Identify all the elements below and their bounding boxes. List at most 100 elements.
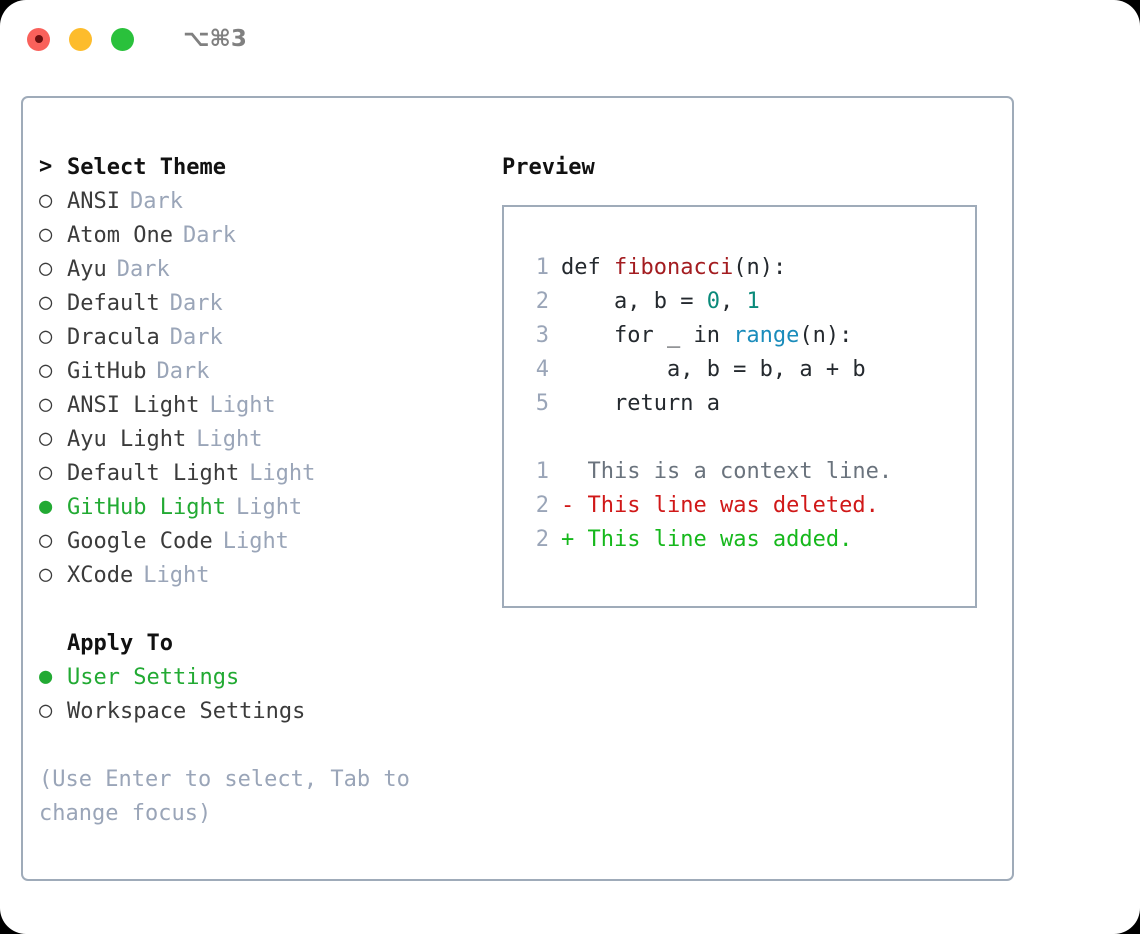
zoom-button[interactable]	[111, 27, 134, 51]
section-title-select-theme: Select Theme	[67, 154, 226, 180]
theme-mode-badge: Light	[143, 562, 210, 588]
minimize-button[interactable]	[69, 27, 92, 51]
code-line: 5 return a	[523, 386, 963, 420]
radio-unselected-icon: ○	[39, 324, 53, 349]
radio-unselected-icon: ○	[39, 460, 53, 485]
theme-list-item[interactable]: ○ Google Code Light	[39, 524, 479, 558]
theme-mode-badge: Light	[235, 494, 303, 520]
apply-to-label: Workspace Settings	[67, 698, 306, 724]
title-bar: ⌥⌘3	[0, 0, 1140, 78]
code-token-plain: def	[561, 254, 614, 280]
theme-list-item[interactable]: ○ Atom One Dark	[39, 218, 479, 252]
theme-mode-badge: Dark	[169, 290, 223, 316]
code-line: 3 for _ in range(n):	[523, 318, 963, 352]
radio-unselected-icon: ○	[39, 256, 53, 281]
apply-to-option[interactable]: ○Workspace Settings	[39, 694, 479, 728]
radio-selected-icon: ●	[39, 494, 53, 519]
theme-name: GitHub	[67, 358, 147, 384]
theme-name: XCode	[67, 562, 134, 588]
diff-marker: +	[561, 526, 588, 552]
radio-selected-icon: ●	[39, 664, 53, 689]
diff-text: This is a context line.	[587, 458, 893, 484]
theme-mode-badge: Dark	[169, 324, 223, 350]
theme-name: Ayu	[67, 256, 107, 282]
theme-list-item[interactable]: ○ Ayu Light Light	[39, 422, 479, 456]
code-diff-spacer	[523, 420, 963, 454]
theme-list-item[interactable]: ○ Ayu Dark	[39, 252, 479, 286]
apply-to-label: User Settings	[67, 664, 240, 690]
radio-unselected-icon: ○	[39, 188, 53, 213]
theme-name: ANSI	[67, 188, 120, 214]
code-token-num: 0	[706, 288, 720, 314]
radio-unselected-icon: ○	[39, 528, 53, 553]
radio-unselected-icon: ○	[39, 290, 53, 315]
diff-line-add: 2+ This line was added.	[523, 522, 963, 556]
list-spacer	[39, 592, 479, 626]
diff-lines: 1 This is a context line.2- This line wa…	[523, 454, 963, 556]
diff-line-ctx: 1 This is a context line.	[523, 454, 963, 488]
section-title-apply-to: Apply To	[67, 630, 173, 656]
close-button[interactable]	[27, 27, 50, 51]
apply-to-list: ● User Settings ○Workspace Settings	[39, 660, 479, 728]
theme-mode-badge: Dark	[116, 256, 170, 282]
line-number: 3	[535, 322, 549, 348]
code-line: 4 a, b = b, a + b	[523, 352, 963, 386]
code-token-num: 1	[746, 288, 760, 314]
theme-name: Default	[67, 290, 160, 316]
code-token-func: fibonacci	[613, 254, 734, 280]
code-token-plain: (n):	[799, 322, 853, 348]
theme-mode-badge: Light	[222, 528, 289, 554]
radio-unselected-icon: ○	[39, 392, 53, 417]
apply-to-prefix	[39, 632, 67, 654]
code-token-plain: ,	[719, 288, 747, 314]
theme-name: Ayu Light	[67, 426, 187, 452]
theme-mode-badge: Light	[209, 392, 276, 418]
code-token-plain: (n):	[733, 254, 787, 280]
apply-to-option[interactable]: ● User Settings	[39, 660, 479, 694]
theme-name: GitHub Light	[67, 494, 226, 520]
theme-list-item[interactable]: ● GitHub Light Light	[39, 490, 479, 524]
theme-list-item[interactable]: ○ Default Light Light	[39, 456, 479, 490]
line-number: 5	[535, 390, 549, 416]
close-icon	[34, 35, 43, 43]
theme-list-item[interactable]: ○ ANSI Dark	[39, 184, 479, 218]
theme-name: Google Code	[67, 528, 213, 554]
theme-mode-badge: Light	[196, 426, 263, 452]
diff-text: This line was added.	[587, 526, 853, 552]
theme-mode-badge: Light	[249, 460, 316, 486]
theme-list-item[interactable]: ○ Default Dark	[39, 286, 479, 320]
traffic-lights	[27, 27, 134, 51]
theme-mode-badge: Dark	[182, 222, 236, 248]
keyboard-hint: (Use Enter to select, Tab to change focu…	[39, 767, 410, 826]
theme-name: Atom One	[67, 222, 173, 248]
code-token-builtin: range	[733, 322, 800, 348]
line-number: 4	[535, 356, 549, 382]
line-number: 1	[535, 458, 549, 484]
line-number: 1	[535, 254, 549, 280]
diff-text: This line was deleted.	[587, 492, 879, 518]
line-number: 2	[535, 288, 549, 314]
theme-mode-badge: Dark	[129, 188, 183, 214]
radio-unselected-icon: ○	[39, 358, 53, 383]
theme-list-item[interactable]: ○ ANSI Light Light	[39, 388, 479, 422]
code-token-plain: a, b = b, a + b	[561, 356, 866, 382]
radio-unselected-icon: ○	[39, 222, 53, 247]
radio-unselected-icon: ○	[39, 426, 53, 451]
caret-icon: >	[39, 154, 53, 179]
diff-marker: -	[561, 492, 588, 518]
code-line: 1 def fibonacci(n):	[523, 250, 963, 284]
select-theme-header: > Select Theme	[39, 150, 479, 184]
theme-name: ANSI Light	[67, 392, 200, 418]
section-title-preview: Preview	[502, 154, 595, 180]
apply-to-header: Apply To	[39, 626, 479, 660]
theme-name: Default Light	[67, 460, 240, 486]
code-token-plain: a, b =	[561, 288, 707, 314]
